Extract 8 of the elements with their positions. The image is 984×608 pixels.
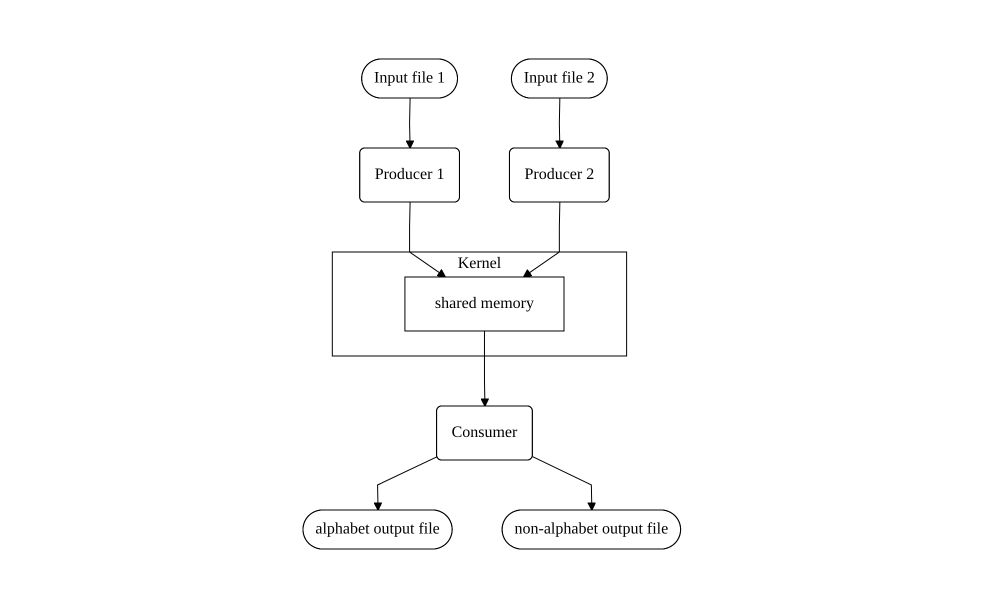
arrow	[480, 330, 490, 407]
arrow	[532, 456, 596, 511]
arrow	[406, 98, 415, 149]
arrow	[556, 98, 564, 149]
node-box: shared memory	[404, 276, 565, 332]
arrow	[409, 202, 446, 278]
arrow	[523, 202, 561, 278]
arrow	[374, 456, 438, 511]
